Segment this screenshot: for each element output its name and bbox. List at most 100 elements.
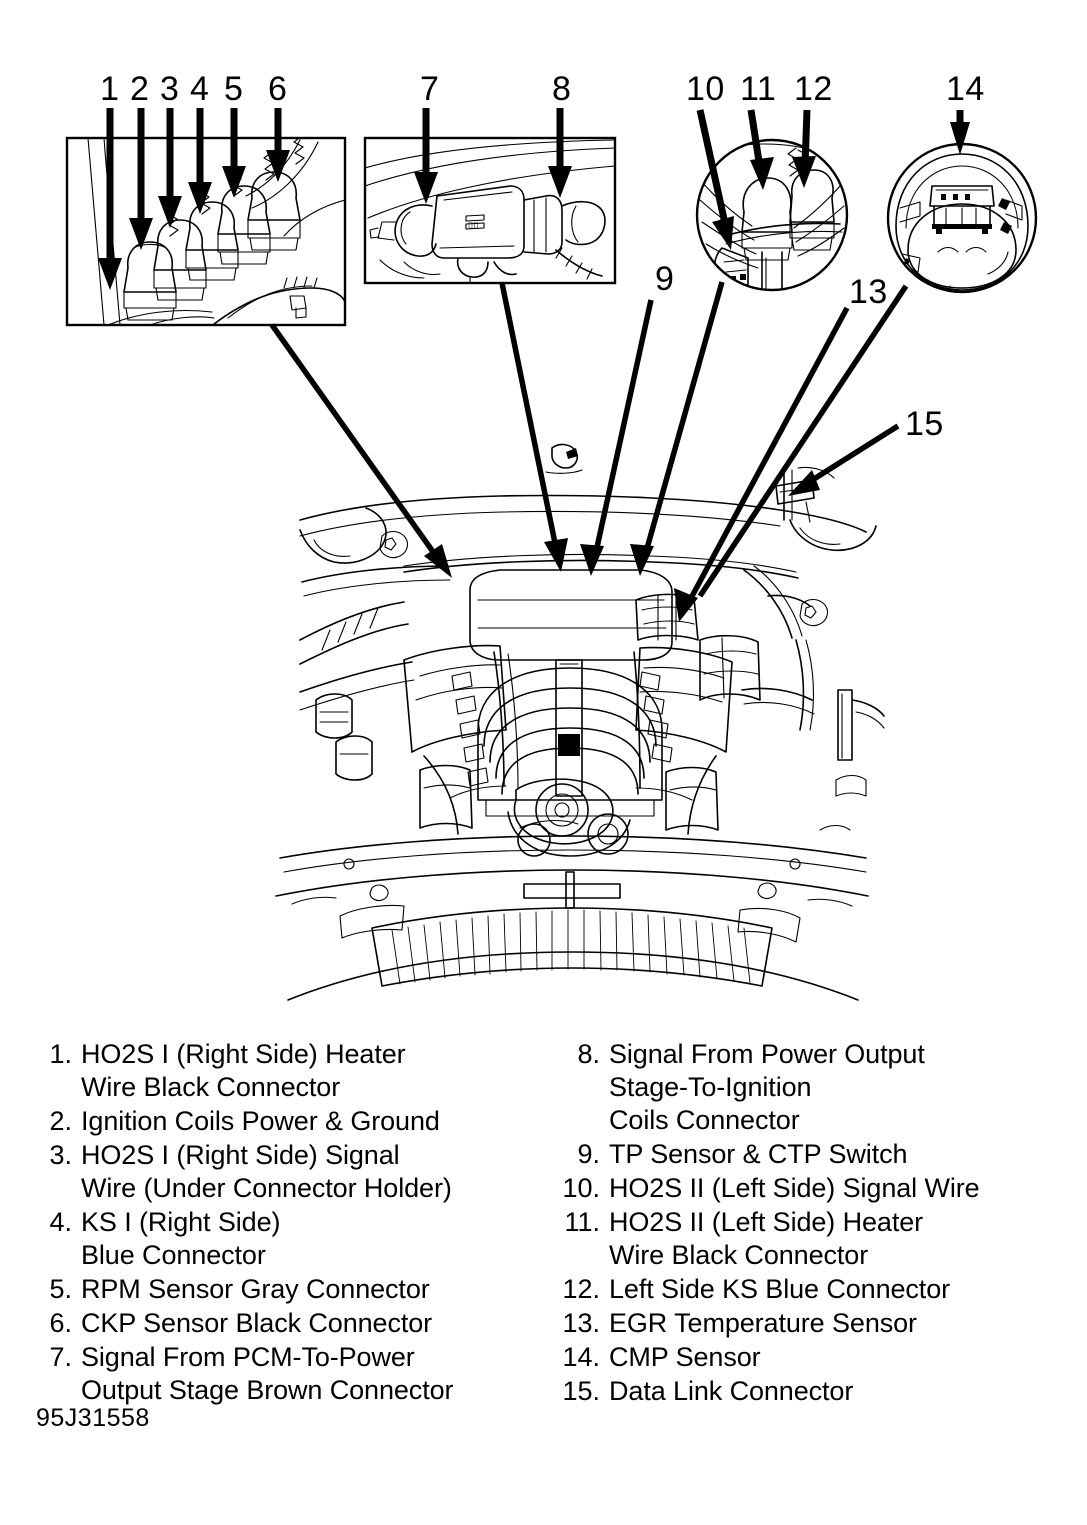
callout-label-5: 5 [224,70,244,108]
callout-arrows-1-6 [98,108,290,290]
legend-item-line: Output Stage Brown Connector [81,1375,454,1405]
legend-item-text: Data Link Connector [600,1375,1076,1408]
legend-item-line: Signal From PCM-To-Power [81,1342,415,1372]
legend-item-line: Blue Connector [81,1240,266,1270]
document-reference-code: 95J31558 [36,1404,150,1432]
legend-item: 10. HO2S II (Left Side) Signal Wire [556,1172,1076,1205]
legend-item: 12. Left Side KS Blue Connector [556,1273,1076,1306]
legend-item-number: 15. [562,1376,600,1406]
legend-item-line: Wire Black Connector [609,1240,869,1270]
legend-item-text: EGR Temperature Sensor [600,1307,1076,1340]
callout-label-13: 13 [849,273,888,311]
legend-item-line: Left Side KS Blue Connector [609,1274,951,1304]
callout-label-7: 7 [420,70,440,108]
legend-item-line: RPM Sensor Gray Connector [81,1274,430,1304]
legend-item-line: Wire Black Connector [81,1072,341,1102]
callout-label-3: 3 [160,70,180,108]
legend-item-text: RPM Sensor Gray Connector [72,1273,554,1306]
inset-left-bank-art [697,140,847,290]
legend-item-number: 13. [562,1308,600,1338]
legend-item-number: 7. [49,1342,72,1372]
callout-label-10: 10 [686,70,725,108]
legend-item: 14. CMP Sensor [556,1341,1076,1374]
legend-item-number: 12. [562,1274,600,1304]
legend-item-number: 9. [577,1139,600,1169]
legend-item-line: Data Link Connector [609,1376,854,1406]
inset-cmp-sensor-art [888,144,1036,292]
legend-item-line: HO2S I (Right Side) Signal [81,1140,400,1170]
callout-arrows-10-12 [696,109,816,250]
legend-item-text: CMP Sensor [600,1341,1076,1374]
legend-item-text: Ignition Coils Power & Ground [72,1105,554,1138]
legend-item-line: HO2S II (Left Side) Signal Wire [609,1173,980,1203]
callout-label-15: 15 [905,405,944,443]
legend-item-number: 3. [49,1140,72,1170]
callout-label-1: 1 [100,70,120,108]
legend-item-line: Signal From Power Output [609,1039,925,1069]
legend-item: 5. RPM Sensor Gray Connector [34,1273,554,1306]
callout-label-8: 8 [552,70,572,108]
callout-label-2: 2 [130,70,150,108]
legend-item-number: 14. [562,1342,600,1372]
diagram-linework: .ln{fill:none;stroke:#000;stroke-width:1… [65,108,1038,1001]
callout-arrows-7-8 [414,108,572,204]
legend-item-line: Wire (Under Connector Holder) [81,1173,452,1203]
legend-item-number: 5. [49,1274,72,1304]
callout-label-4: 4 [190,70,210,108]
legend-item-line: HO2S II (Left Side) Heater [609,1207,924,1237]
legend-item-text: HO2S II (Left Side) Signal Wire [600,1172,1076,1205]
inset-throttle-body-art: ⌷⌷ [365,138,615,283]
callout-label-12: 12 [794,70,833,108]
legend-item: 4.KS I (Right Side)Blue Connector [34,1206,554,1272]
main-engine-bay-art [275,443,885,1001]
legend-item-number: 1. [49,1039,72,1069]
legend-item: 13. EGR Temperature Sensor [556,1307,1076,1340]
callout-label-6: 6 [268,70,288,108]
legend-item: 6. CKP Sensor Black Connector [34,1307,554,1340]
legend-item-line: Stage-To-Ignition [609,1072,812,1102]
inset-panel-throttle-body [363,136,617,285]
legend-item: 9. TP Sensor & CTP Switch [556,1138,1076,1171]
legend-item-number: 4. [49,1207,72,1237]
engine-component-location-figure: .ln{fill:none;stroke:#000;stroke-width:1… [65,70,1038,1001]
legend-item-number: 8. [577,1039,600,1069]
legend-item-line: EGR Temperature Sensor [609,1308,917,1338]
legend-item-number: 11. [564,1207,600,1237]
legend-item-text: Left Side KS Blue Connector [600,1273,1076,1306]
legend-item-line: Coils Connector [609,1105,800,1135]
legend-item-text: TP Sensor & CTP Switch [600,1138,1076,1171]
legend-item-text: KS I (Right Side)Blue Connector [72,1206,554,1272]
legend-item-line: KS I (Right Side) [81,1207,281,1237]
legend-item-line: CMP Sensor [609,1342,761,1372]
callout-label-14: 14 [946,70,985,108]
legend-item-line: CKP Sensor Black Connector [81,1308,433,1338]
legend-item: 15. Data Link Connector [556,1375,1076,1408]
legend-item-number: 10. [562,1173,600,1203]
legend-item-line: HO2S I (Right Side) Heater [81,1039,406,1069]
legend-item-number: 6. [49,1308,72,1338]
leader-lines-main [269,281,909,622]
callout-arrow-14 [950,110,970,155]
svg-text:⌷⌷: ⌷⌷ [468,220,479,230]
callout-label-9: 9 [655,260,675,298]
inset-circle-left-bank [695,138,849,292]
legend-item-line: Ignition Coils Power & Ground [81,1106,440,1136]
legend-item-number: 2. [49,1106,72,1136]
legend-item-line: TP Sensor & CTP Switch [609,1139,908,1169]
inset-panel-ignition-coils [65,136,347,327]
callout-label-11: 11 [740,70,777,108]
legend-item-text: CKP Sensor Black Connector [72,1307,554,1340]
